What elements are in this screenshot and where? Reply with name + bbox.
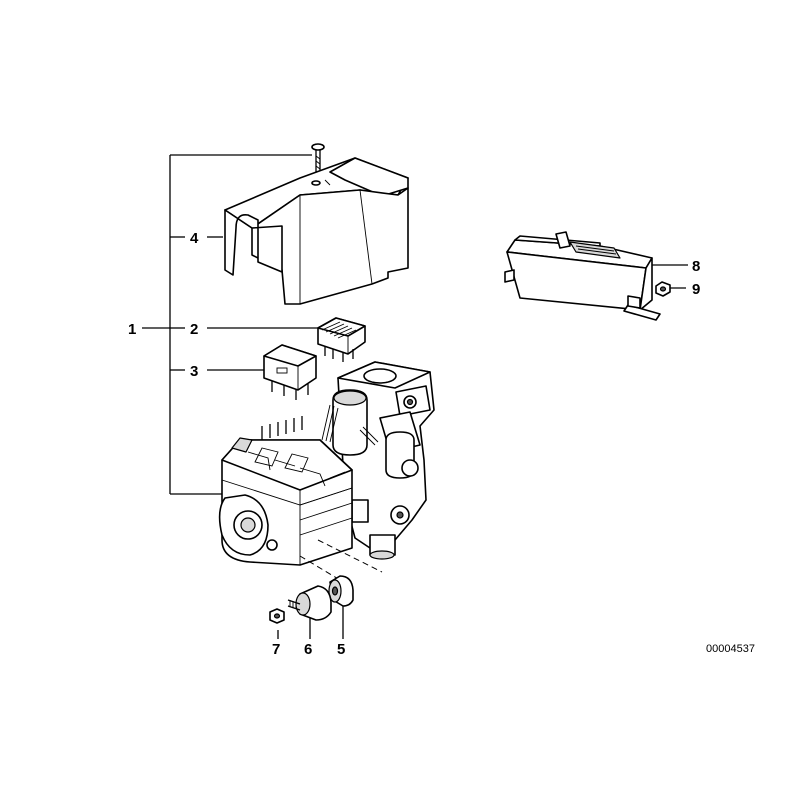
mounting-parts (269, 575, 354, 624)
callout-2: 2 (190, 321, 198, 338)
leader-lines (142, 154, 688, 639)
callout-5: 5 (337, 641, 345, 658)
callout-4: 4 (190, 230, 199, 247)
callout-6: 6 (304, 641, 312, 658)
control-module-8 (504, 231, 661, 321)
callout-1: 1 (128, 321, 136, 338)
rubber-bushing-5 (328, 575, 354, 607)
relay-part-3 (263, 344, 317, 400)
callout-7: 7 (272, 641, 280, 658)
hex-nut-9 (655, 281, 671, 297)
hex-nut-7 (269, 608, 285, 624)
hydraulic-unit (218, 361, 435, 581)
diagram-code: 00004537 (706, 643, 755, 655)
callout-3: 3 (190, 363, 198, 380)
callout-8: 8 (692, 258, 700, 275)
relay-part-2 (317, 317, 366, 362)
cover-part (224, 143, 409, 305)
rubber-mount-6 (287, 585, 332, 621)
callout-9: 9 (692, 281, 700, 298)
